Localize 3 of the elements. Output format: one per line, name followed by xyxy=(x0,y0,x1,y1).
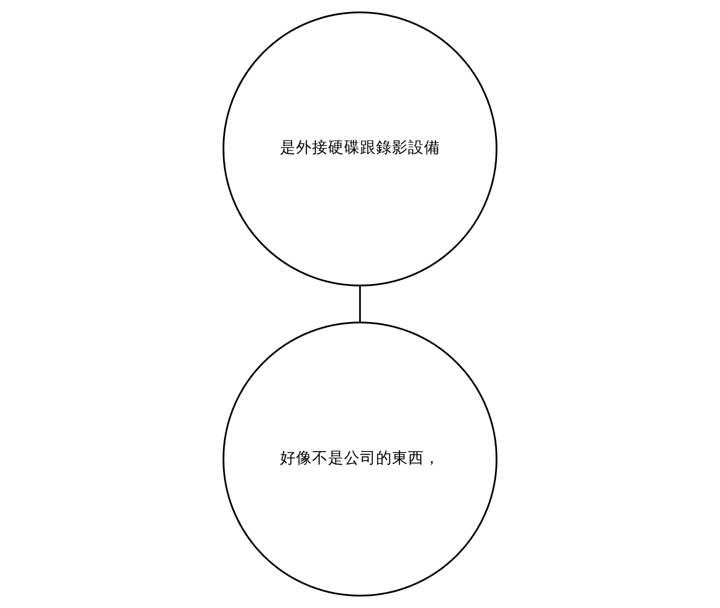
node-circle: 好像不是公司的東西， xyxy=(222,322,498,596)
connector xyxy=(359,286,361,323)
node-circle: 是外接硬碟跟錄影設備 xyxy=(222,12,498,286)
